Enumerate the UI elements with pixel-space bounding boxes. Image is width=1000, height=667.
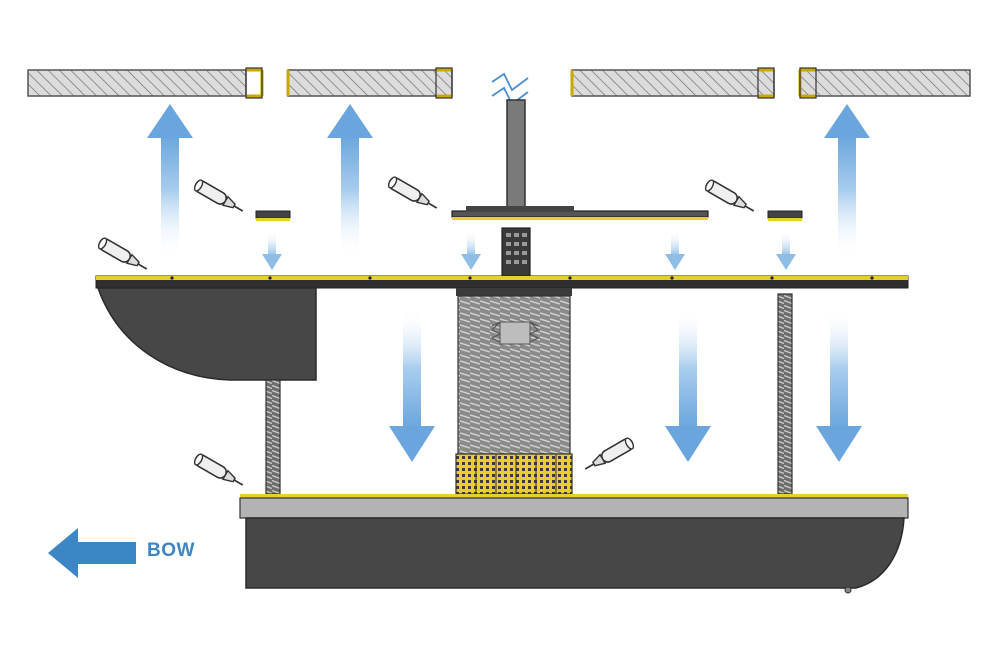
spray-nozzle-icon: [581, 436, 636, 475]
screw-post-right: [777, 293, 793, 495]
airflow-small-down-arrow: [665, 230, 685, 270]
small-cap-left: [255, 210, 291, 221]
ceiling-beam-3: [570, 67, 775, 99]
upper-hull-section: [96, 287, 317, 381]
airflow-up-arrow: [327, 104, 373, 258]
bow-arrow-icon: [48, 528, 136, 578]
airflow-down-arrow: [816, 308, 862, 462]
spray-nozzle-icon: [192, 178, 247, 217]
airflow-up-arrow: [147, 104, 193, 258]
airflow-down-arrow: [665, 308, 711, 462]
small-cap-right: [767, 210, 803, 221]
lower-hull: [239, 494, 909, 594]
spray-nozzle-icon: [192, 452, 247, 491]
airflow-small-down-arrow: [776, 230, 796, 270]
airflow-small-down-arrow: [461, 230, 481, 270]
spray-nozzle-icon: [386, 175, 441, 214]
ceiling-beam-2: [286, 67, 453, 99]
bow-label: BOW: [147, 540, 195, 561]
main-deck: [95, 275, 909, 289]
airflow-down-arrow: [389, 308, 435, 462]
airflow-small-down-arrow: [262, 230, 282, 270]
screw-post-left: [265, 379, 281, 495]
upper-platform: [451, 206, 709, 220]
ceiling-beam-1: [27, 67, 264, 99]
mast-column: [506, 99, 526, 213]
spray-nozzle-icon: [703, 178, 758, 217]
spray-nozzle-icon: [96, 236, 151, 275]
mast-connector: [501, 227, 531, 277]
coil-cylinder: [455, 288, 573, 495]
break-symbol-icon: [491, 72, 529, 106]
airflow-up-arrow: [824, 104, 870, 258]
ceiling-beam-4: [798, 67, 971, 99]
